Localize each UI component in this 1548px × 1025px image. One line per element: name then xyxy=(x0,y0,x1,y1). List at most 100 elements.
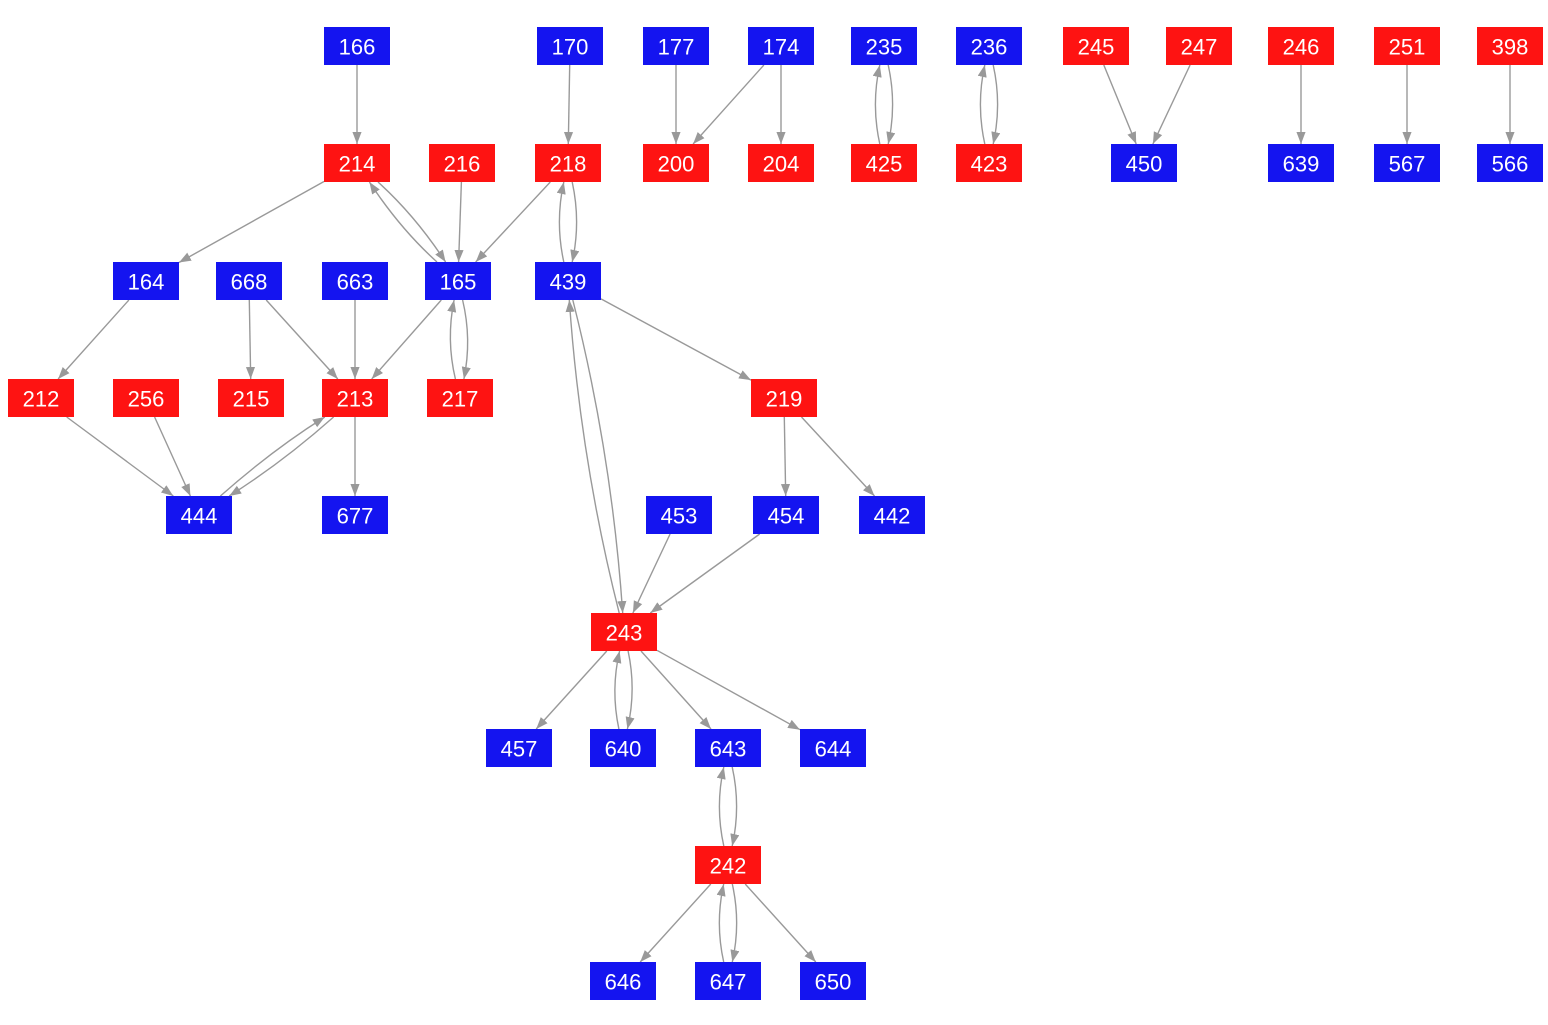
edge-219-442 xyxy=(800,416,876,497)
edge-164-212 xyxy=(57,299,130,380)
node-label: 212 xyxy=(23,387,60,412)
node-box xyxy=(643,27,709,65)
node-label: 174 xyxy=(763,35,800,60)
graph-node-170: 170 xyxy=(537,27,603,65)
node-box xyxy=(113,379,179,417)
graph-node-644: 644 xyxy=(800,729,866,767)
edge-165-213 xyxy=(371,299,442,380)
edge-245-450 xyxy=(1103,64,1137,145)
node-label: 442 xyxy=(874,504,911,529)
graph-node-454: 454 xyxy=(753,496,819,534)
graph-node-246: 246 xyxy=(1268,27,1334,65)
graph-node-453: 453 xyxy=(646,496,712,534)
node-label: 204 xyxy=(763,152,800,177)
node-box xyxy=(324,144,390,182)
node-label: 242 xyxy=(710,854,747,879)
node-label: 217 xyxy=(442,387,479,412)
edge-423-236 xyxy=(977,64,987,145)
graph-node-245: 245 xyxy=(1063,27,1129,65)
edge-212-444 xyxy=(66,416,174,497)
graph-node-177: 177 xyxy=(643,27,709,65)
edge-242-646 xyxy=(639,883,712,963)
graph-node-164: 164 xyxy=(113,262,179,300)
graph-node-251: 251 xyxy=(1374,27,1440,65)
node-box xyxy=(322,262,388,300)
node-label: 677 xyxy=(337,504,374,529)
node-label: 453 xyxy=(661,504,698,529)
node-label: 457 xyxy=(501,737,538,762)
node-box xyxy=(859,496,925,534)
edge-layer xyxy=(57,64,1515,963)
node-label: 219 xyxy=(766,387,803,412)
edge-439-243 xyxy=(572,299,627,614)
graph-node-398: 398 xyxy=(1477,27,1543,65)
edge-236-423 xyxy=(991,64,1001,145)
edge-643-242 xyxy=(730,766,740,847)
edge-439-218 xyxy=(556,181,566,263)
node-label: 247 xyxy=(1181,35,1218,60)
node-label: 640 xyxy=(605,737,642,762)
node-box xyxy=(956,144,1022,182)
node-box xyxy=(324,27,390,65)
node-box xyxy=(800,729,866,767)
node-box xyxy=(695,962,761,1000)
node-label: 165 xyxy=(440,270,477,295)
node-label: 235 xyxy=(866,35,903,60)
node-label: 245 xyxy=(1078,35,1115,60)
edge-454-243 xyxy=(649,533,761,614)
edge-214-164 xyxy=(178,180,325,264)
graph-node-444: 444 xyxy=(166,496,232,534)
edge-216-165 xyxy=(454,181,464,263)
graph-node-217: 217 xyxy=(427,379,493,417)
node-box xyxy=(486,729,552,767)
node-box xyxy=(1063,27,1129,65)
edge-242-647 xyxy=(730,883,740,963)
graph-node-247: 247 xyxy=(1166,27,1232,65)
graph-node-442: 442 xyxy=(859,496,925,534)
graph-node-165: 165 xyxy=(425,262,491,300)
graph-node-567: 567 xyxy=(1374,144,1440,182)
node-box xyxy=(748,144,814,182)
graph-node-219: 219 xyxy=(751,379,817,417)
node-box xyxy=(748,27,814,65)
node-box xyxy=(429,144,495,182)
edge-165-214 xyxy=(368,181,438,263)
node-box xyxy=(322,379,388,417)
node-label: 166 xyxy=(339,35,376,60)
edge-218-165 xyxy=(475,181,551,263)
edge-235-425 xyxy=(886,64,896,145)
node-label: 200 xyxy=(658,152,695,177)
node-label: 663 xyxy=(337,270,374,295)
graph-node-200: 200 xyxy=(643,144,709,182)
node-label: 639 xyxy=(1283,152,1320,177)
edge-243-640 xyxy=(625,650,635,730)
node-label: 643 xyxy=(710,737,747,762)
graph-node-242: 242 xyxy=(695,846,761,884)
edge-213-444 xyxy=(228,416,335,497)
node-box xyxy=(800,962,866,1000)
node-label: 216 xyxy=(444,152,481,177)
graph-node-218: 218 xyxy=(535,144,601,182)
graph-node-216: 216 xyxy=(429,144,495,182)
graph-node-215: 215 xyxy=(218,379,284,417)
graph-node-457: 457 xyxy=(486,729,552,767)
node-box xyxy=(590,962,656,1000)
graph-node-204: 204 xyxy=(748,144,814,182)
node-label: 567 xyxy=(1389,152,1426,177)
graph-node-677: 677 xyxy=(322,496,388,534)
edge-243-644 xyxy=(656,649,801,731)
node-box xyxy=(1374,27,1440,65)
node-label: 246 xyxy=(1283,35,1320,60)
node-box xyxy=(166,496,232,534)
node-box xyxy=(753,496,819,534)
node-box xyxy=(851,144,917,182)
node-box xyxy=(425,262,491,300)
edge-668-213 xyxy=(265,299,339,380)
node-label: 450 xyxy=(1126,152,1163,177)
edge-170-218 xyxy=(563,64,574,145)
graph-node-640: 640 xyxy=(590,729,656,767)
edge-640-243 xyxy=(612,650,622,730)
node-box xyxy=(8,379,74,417)
